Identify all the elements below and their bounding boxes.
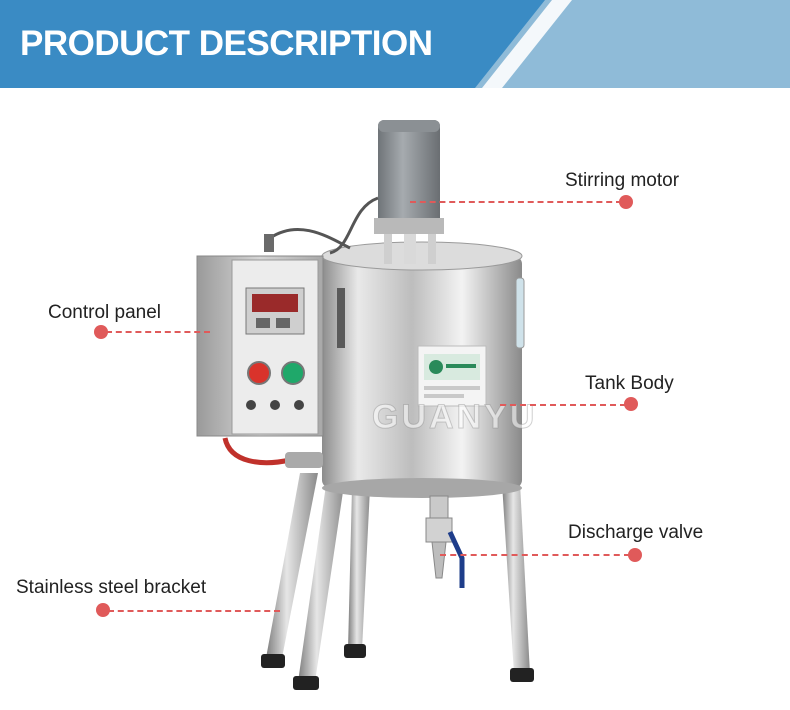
callout-dot — [96, 603, 110, 617]
callout-dot — [628, 548, 642, 562]
header-banner: PRODUCT DESCRIPTION — [0, 0, 790, 88]
legs — [261, 473, 534, 690]
leader-line — [440, 554, 630, 556]
leader-line — [108, 610, 280, 612]
callout-label: Discharge valve — [568, 522, 704, 543]
discharge-valve-shape — [425, 495, 465, 588]
leader-line — [410, 201, 622, 203]
callout-label: Control panel — [48, 302, 162, 323]
callout-label: Stirring motor — [565, 170, 680, 191]
product-illustration — [196, 120, 534, 690]
callout-label: Tank Body — [585, 373, 674, 394]
callout-dot — [624, 397, 638, 411]
callout-label: Stainless steel bracket — [16, 577, 207, 598]
callout-dot — [619, 195, 633, 209]
banner-background — [0, 0, 790, 88]
control-box — [196, 255, 324, 468]
stirring-motor-shape — [264, 120, 444, 264]
leader-line — [500, 404, 626, 406]
page-title: PRODUCT DESCRIPTION — [20, 24, 433, 63]
callout-dot — [94, 325, 108, 339]
leader-line — [106, 331, 210, 333]
tank-body — [321, 241, 525, 498]
